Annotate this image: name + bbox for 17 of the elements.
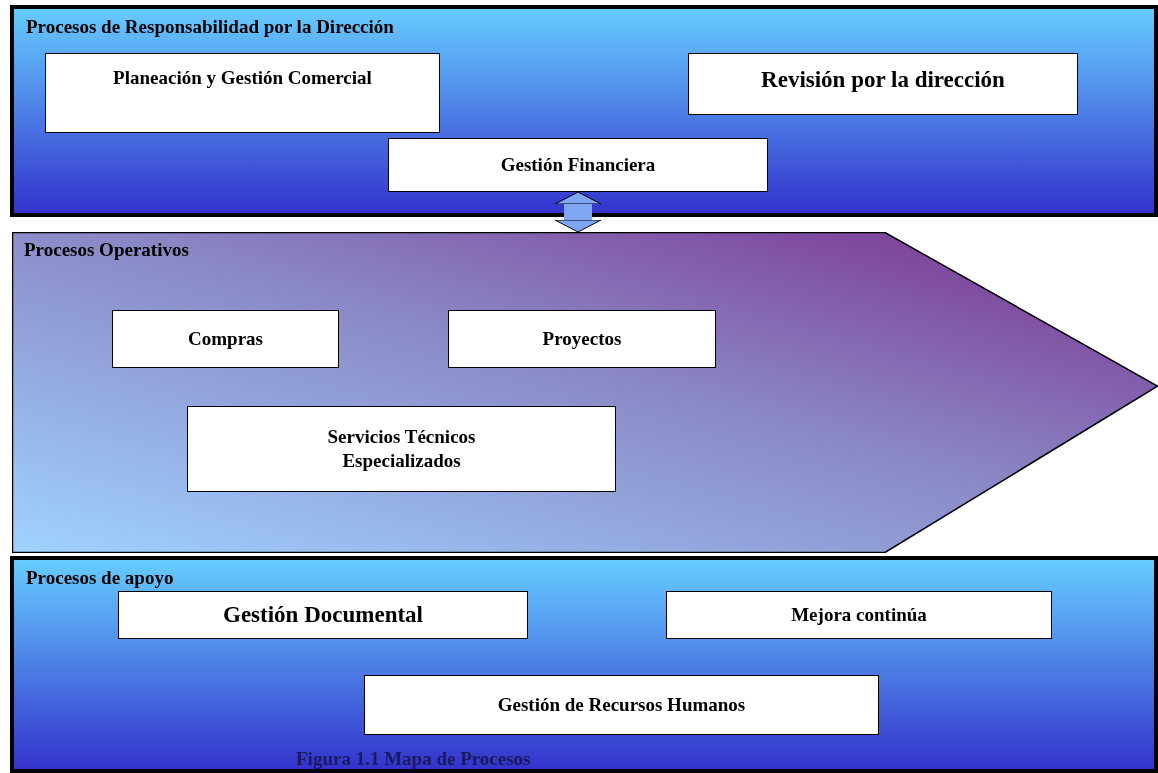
- process-box: Proyectos: [448, 310, 716, 368]
- process-box: Compras: [112, 310, 339, 368]
- process-box: Gestión Documental: [118, 591, 528, 639]
- process-box: Revisión por la dirección: [688, 53, 1078, 115]
- double-arrow: [554, 191, 602, 233]
- process-box: Gestión Financiera: [388, 138, 768, 192]
- process-box: Mejora continúa: [666, 591, 1052, 639]
- band-heading: Procesos de Responsabilidad por la Dirección: [26, 15, 394, 39]
- process-band: [10, 5, 1158, 217]
- process-box: Gestión de Recursos Humanos: [364, 675, 879, 735]
- band-heading: Procesos de apoyo: [26, 566, 174, 590]
- figure-caption: Figura 1.1 Mapa de Procesos: [296, 747, 531, 771]
- chevron-band: [12, 232, 1158, 553]
- band-heading: Procesos Operativos: [24, 238, 189, 262]
- process-box: Planeación y Gestión Comercial: [45, 53, 440, 133]
- process-band: [10, 556, 1158, 773]
- process-box: Servicios Técnicos Especializados: [187, 406, 616, 492]
